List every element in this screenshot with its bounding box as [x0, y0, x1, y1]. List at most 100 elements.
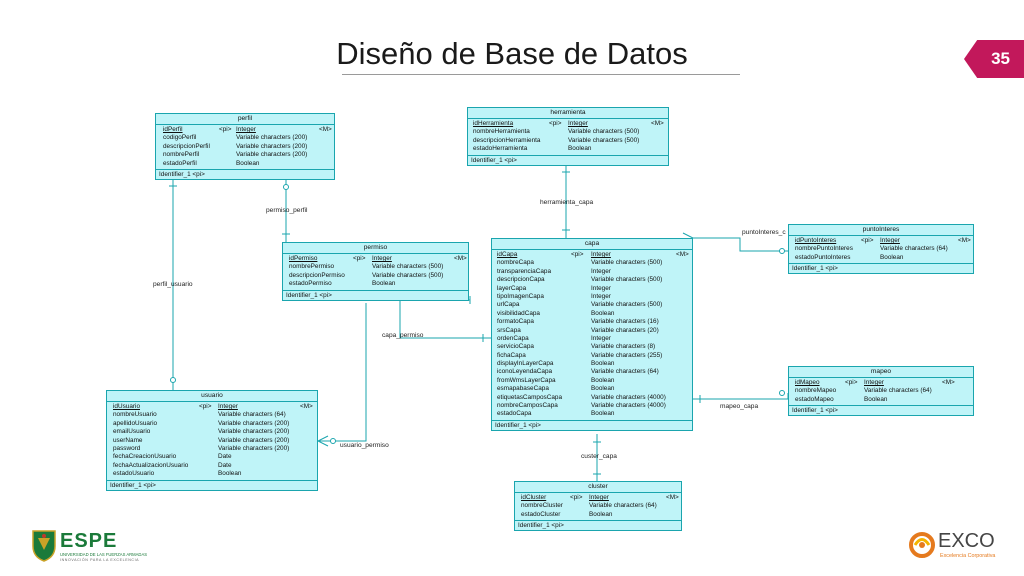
attribute-name: esmapabaseCapa: [497, 385, 549, 393]
attribute-name: layerCapa: [497, 284, 527, 292]
attribute-name: nombreCamposCapa: [497, 402, 558, 410]
attribute-type: Boolean: [372, 280, 396, 288]
attribute-flag: <M>: [454, 255, 467, 262]
attribute-type: Integer: [591, 251, 611, 258]
attribute-row: idPermiso<pi>Integer<M>: [286, 255, 467, 263]
attribute-row: idCluster<pi>Integer<M>: [518, 494, 679, 502]
entity-identifier: Identifier_1 <pi>: [792, 265, 838, 273]
attribute-name: descripcionPerfil: [163, 142, 210, 150]
entity-name: capa: [492, 239, 692, 250]
attribute-flag: <M>: [651, 120, 664, 127]
link-puntointeres-capa-end: [779, 248, 785, 254]
attribute-type: Variable characters (200): [218, 444, 290, 452]
espe-logo-subtitle: UNIVERSIDAD DE LAS FUERZAS ARMADAS: [60, 552, 148, 557]
attribute-type: Variable characters (8): [591, 343, 656, 351]
attribute-type: Boolean: [236, 159, 260, 167]
attribute-name: nombrePuntoInteres: [795, 245, 853, 253]
attribute-name: idMapeo: [795, 379, 820, 386]
attribute-name: nombrePermiso: [289, 263, 335, 271]
attribute-name: displayInLayerCapa: [497, 360, 554, 368]
entity-name: usuario: [107, 391, 317, 402]
attribute-type: Variable characters (4000): [591, 393, 666, 401]
entity-identifier: Identifier_1 <pi>: [495, 421, 541, 429]
attribute-key: <pi>: [549, 120, 562, 127]
title-divider: [342, 74, 740, 75]
attribute-type: Integer: [591, 267, 611, 275]
attribute-type: Variable characters (500): [568, 136, 640, 144]
attribute-name: fechaCreacionUsuario: [113, 453, 177, 461]
link-mapeo-capa-end: [779, 390, 785, 396]
attribute-name: estadoPerfil: [163, 159, 197, 167]
espe-crest-icon: [32, 530, 56, 562]
attribute-type: Variable characters (4000): [591, 402, 666, 410]
entity-name: cluster: [515, 482, 681, 493]
attribute-name: password: [113, 444, 141, 452]
attribute-name: nombreUsuario: [113, 411, 157, 419]
attribute-name: formatoCapa: [497, 318, 534, 326]
entity-identifier: Identifier_1 <pi>: [159, 170, 205, 178]
attribute-name: estadoCapa: [497, 410, 532, 418]
relationship-label: puntoInteres_c: [742, 229, 786, 236]
attribute-name: estadoHerramienta: [473, 145, 528, 153]
link-permiso-perfil-end-a: [283, 184, 289, 190]
attribute-name: userName: [113, 436, 143, 444]
link-puntointeres-capa: [693, 237, 788, 252]
attribute-name: estadoPuntoInteres: [795, 253, 851, 261]
attribute-name: fromWmsLayerCapa: [497, 376, 556, 384]
entity-name: perfil: [156, 114, 334, 125]
attribute-type: Variable characters (200): [236, 134, 308, 142]
attribute-type: Variable characters (500): [372, 263, 444, 271]
relationship-label: permiso_perfil: [266, 207, 308, 214]
attribute-type: Integer: [568, 120, 588, 127]
attribute-type: Integer: [591, 292, 611, 300]
attribute-type: Integer: [864, 379, 884, 386]
attribute-type: Variable characters (20): [591, 326, 659, 334]
attribute-name: fechaActualizacionUsuario: [113, 461, 189, 469]
entity-identifier: Identifier_1 <pi>: [471, 156, 517, 164]
attribute-type: Boolean: [880, 253, 904, 261]
link-usuario-permiso-crow: [316, 435, 329, 447]
attribute-name: estadoCluster: [521, 510, 561, 518]
exco-swirl-icon: [909, 532, 935, 558]
link-perfil-usuario-end-b: [170, 377, 176, 383]
attribute-row: estadoPuntoInteres Boolean: [792, 254, 970, 262]
attribute-name: estadoPermiso: [289, 280, 332, 288]
attribute-name: apellidoUsuario: [113, 419, 158, 427]
entity-identifier: Identifier_1 <pi>: [286, 291, 332, 299]
attribute-name: fichaCapa: [497, 351, 526, 359]
attribute-list: idPermiso<pi>Integer<M>nombrePermiso Vari…: [283, 254, 468, 291]
attribute-type: Integer: [218, 403, 238, 410]
exco-logo-subtitle: Excelencia Corporativa: [940, 553, 996, 559]
attribute-name: visibilidadCapa: [497, 309, 540, 317]
espe-logo: ESPE UNIVERSIDAD DE LAS FUERZAS ARMADAS …: [30, 528, 147, 564]
attribute-flag: <M>: [319, 126, 332, 133]
espe-logo-name: ESPE: [60, 530, 118, 552]
attribute-row: idUsuario<pi>Integer<M>: [110, 403, 314, 411]
attribute-row: idHerramienta<pi>Integer<M>: [471, 120, 665, 128]
attribute-type: Variable characters (200): [218, 419, 290, 427]
attribute-name: idCapa: [497, 251, 518, 258]
attribute-key: <pi>: [845, 379, 858, 386]
